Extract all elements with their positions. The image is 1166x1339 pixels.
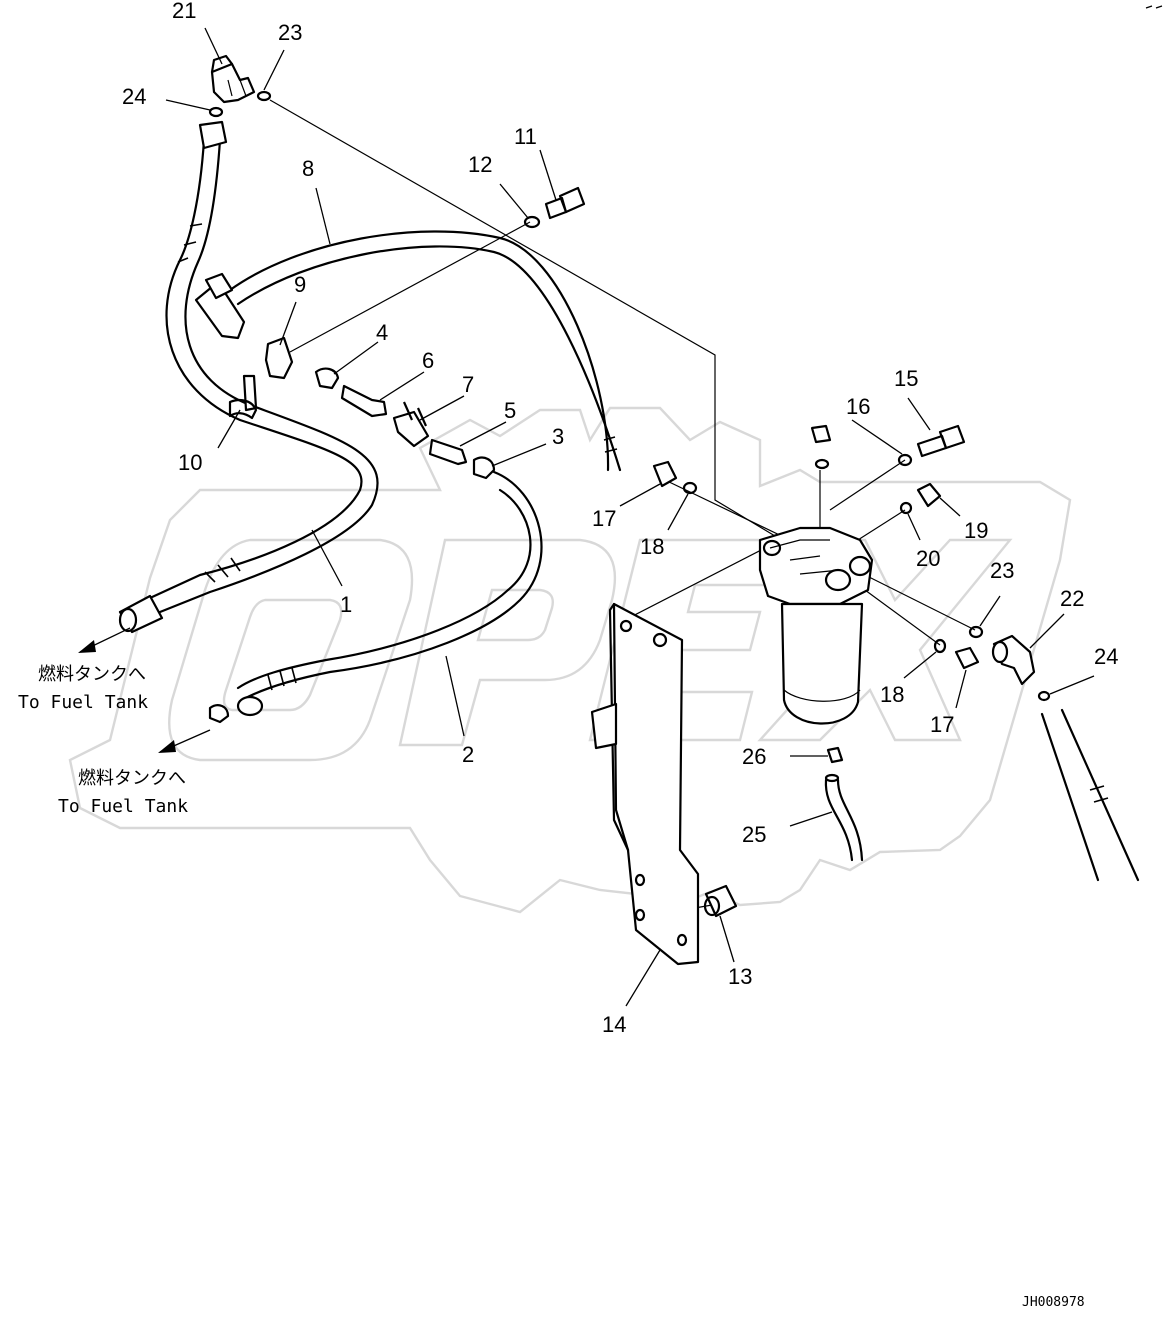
callout-20: 20	[916, 546, 940, 571]
part-2-hose	[236, 470, 543, 717]
callout-25: 25	[742, 822, 766, 847]
callout-16: 16	[846, 394, 870, 419]
callout-6: 6	[422, 348, 434, 373]
part-7-bracket	[392, 401, 430, 448]
part-3-clamp	[472, 456, 496, 480]
watermark-logo	[68, 406, 1072, 914]
part-9-clip	[264, 336, 294, 380]
watermark-letter-p	[398, 538, 617, 747]
assembly-line-17-left	[664, 479, 791, 541]
callout-7: 7	[462, 372, 474, 397]
callout-14: 14	[602, 1012, 626, 1037]
part-20-oring	[899, 501, 913, 515]
note-2-en: To Fuel Tank	[58, 796, 188, 817]
callout-15: 15	[894, 366, 918, 391]
part-13-spacer	[703, 884, 738, 918]
assembly-line-18-right	[864, 589, 941, 646]
part-10-clamp	[228, 374, 258, 420]
drawing-reference-code: JH008978	[1022, 1295, 1085, 1310]
callout-leaders	[165, 27, 1095, 1007]
watermark-gear-outline	[68, 406, 1072, 914]
destination-note-1: 燃料タンクへ To Fuel Tank	[18, 664, 148, 713]
filter-head	[758, 526, 874, 606]
part-6-fitting	[340, 384, 388, 418]
fuel-tank-arrow-2	[158, 729, 211, 753]
corner-mark	[1145, 5, 1163, 9]
filter-cartridge	[780, 602, 864, 725]
part-18-oring-right	[933, 638, 947, 654]
fuel-filter-assembly	[758, 424, 874, 725]
callout-24-right: 24	[1094, 644, 1118, 669]
part-5-fitting	[428, 438, 468, 466]
part-17-plug-left	[652, 460, 678, 488]
callout-13: 13	[728, 964, 752, 989]
part-17-plug-right	[954, 646, 980, 670]
part-24-oring-top	[208, 106, 224, 118]
assembly-line-16	[829, 459, 906, 511]
assembly-line-12	[289, 221, 531, 353]
note-2-jp: 燃料タンクへ	[78, 768, 186, 789]
callout-11: 11	[514, 124, 537, 149]
note-1-en: To Fuel Tank	[18, 692, 148, 713]
hose-right	[1040, 708, 1140, 882]
part-23-oring-right	[968, 625, 984, 639]
callout-labels: 21 23 24 11 12 8 9 4 6 7 5 3 10 1 2 17 1…	[122, 0, 1118, 1037]
part-18-oring-left	[682, 481, 698, 495]
part-clamp-lower	[208, 704, 230, 724]
part-21-elbow-fitting	[210, 54, 256, 104]
callout-18-right: 18	[880, 682, 904, 707]
part-12-washer	[523, 215, 541, 229]
assembly-line-23-top	[269, 99, 791, 546]
part-26-drain-valve	[826, 746, 844, 764]
callout-18-left: 18	[640, 534, 664, 559]
bleed-bolt	[810, 424, 832, 444]
callout-22: 22	[1060, 586, 1084, 611]
destination-note-2: 燃料タンクへ To Fuel Tank	[58, 768, 188, 817]
callout-5: 5	[504, 398, 516, 423]
callout-23-right: 23	[990, 558, 1014, 583]
callout-17-right: 17	[930, 712, 954, 737]
callout-9: 9	[294, 272, 306, 297]
part-11-bolt	[544, 186, 586, 220]
part-23-oring-top	[256, 90, 272, 102]
callout-3: 3	[552, 424, 564, 449]
part-22-elbow	[991, 634, 1036, 686]
callout-23-top: 23	[278, 20, 302, 45]
fuel-tank-arrow-1	[78, 627, 131, 653]
callout-24-top: 24	[122, 84, 146, 109]
part-16-washer	[897, 453, 913, 467]
part-4-clamp	[314, 367, 340, 390]
note-1-jp: 燃料タンクへ	[38, 664, 146, 685]
part-8-hose	[194, 230, 622, 472]
callout-19: 19	[964, 518, 988, 543]
callout-2: 2	[462, 742, 474, 767]
callout-26: 26	[742, 744, 766, 769]
callout-17-left: 17	[592, 506, 616, 531]
callout-12: 12	[468, 152, 492, 177]
part-25-drain-tube	[824, 773, 864, 862]
assembly-line-23-right	[864, 574, 976, 631]
watermark-letter-o	[168, 538, 414, 762]
callout-4: 4	[376, 320, 388, 345]
callout-1: 1	[340, 592, 352, 617]
part-14-bracket	[590, 602, 700, 966]
callout-21: 21	[172, 0, 196, 23]
callout-10: 10	[178, 450, 202, 475]
part-24-oring-right	[1037, 690, 1051, 702]
watermark-letter-x	[757, 538, 1013, 742]
part-15-bolt	[916, 424, 966, 458]
callout-8: 8	[302, 156, 314, 181]
part-19-plug	[916, 482, 942, 508]
